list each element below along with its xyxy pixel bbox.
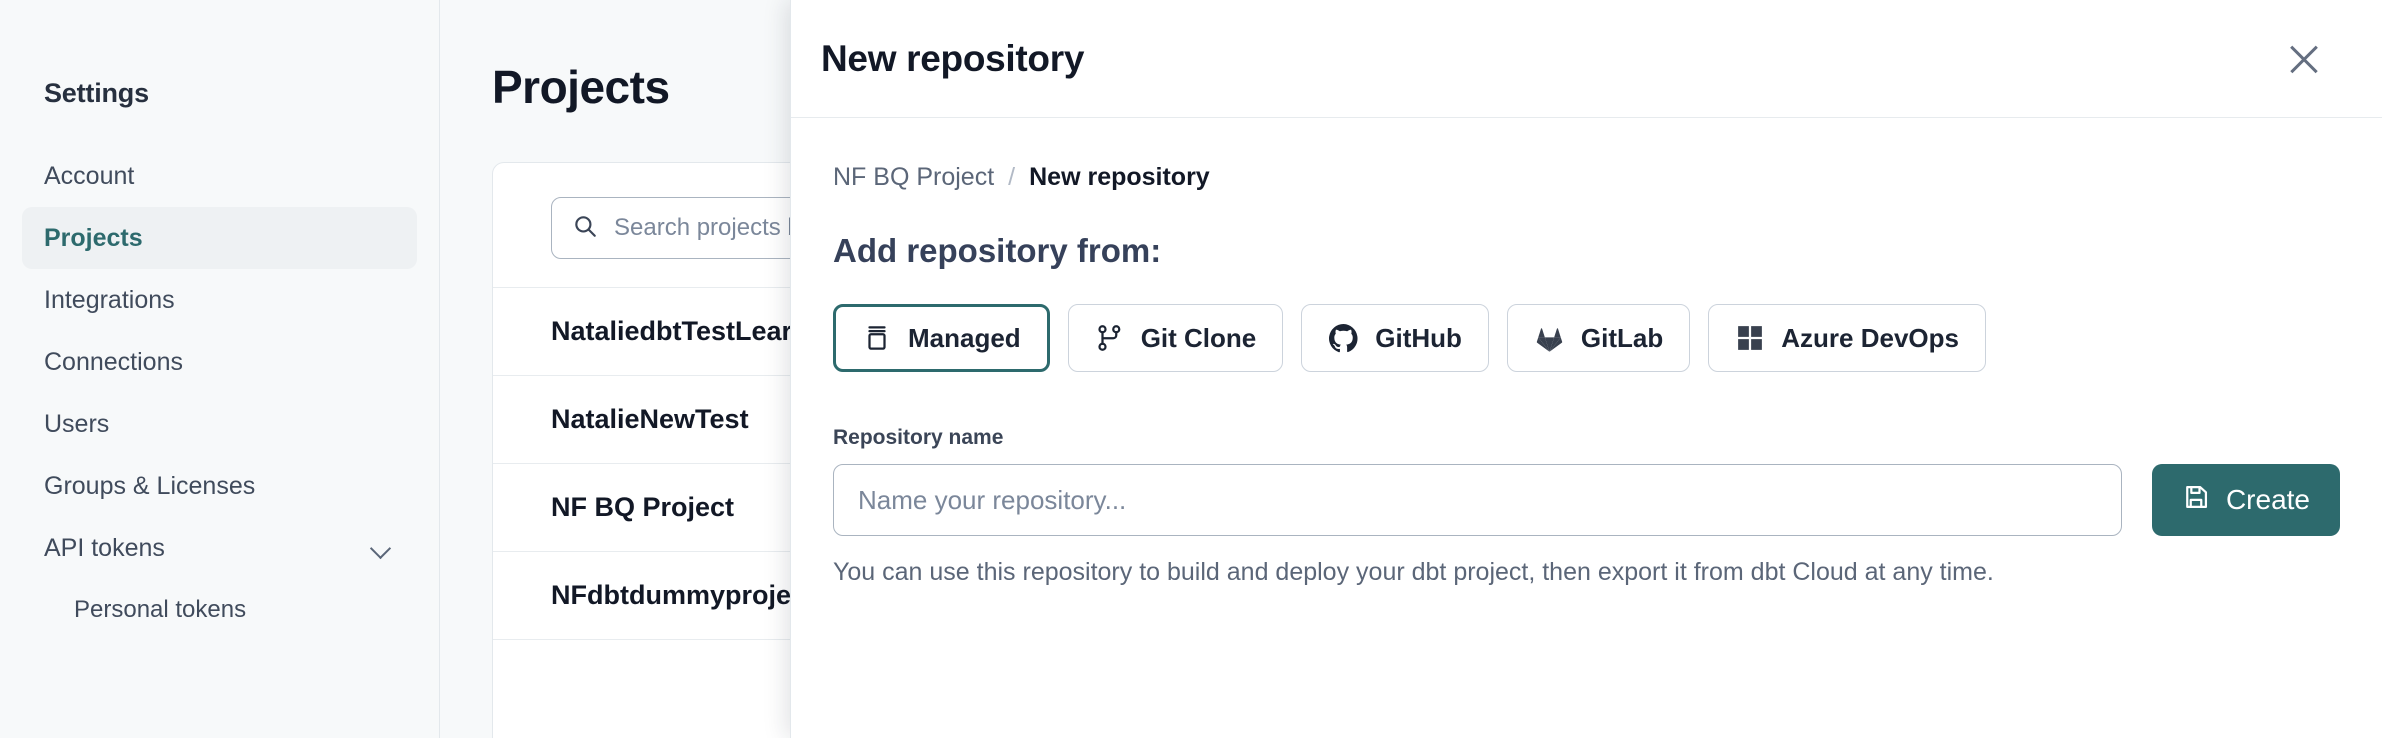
project-name: NatalieNewTest: [551, 404, 749, 434]
sidebar-item-label: Connections: [44, 347, 183, 376]
sidebar-item-label: Groups & Licenses: [44, 471, 256, 500]
sidebar-item-label: Personal tokens: [74, 596, 247, 623]
tab-azure-devops[interactable]: Azure DevOps: [1708, 304, 1986, 372]
sidebar-item-label: Account: [44, 161, 135, 190]
chevron-down-icon[interactable]: [369, 535, 395, 561]
new-repository-panel: New repository NF BQ Project / New repos…: [790, 0, 2382, 738]
panel-title: New repository: [821, 37, 1085, 79]
page-title: Projects: [492, 61, 670, 113]
sidebar-item-projects[interactable]: Projects: [22, 207, 417, 269]
tab-label: Git Clone: [1140, 322, 1257, 353]
close-icon[interactable]: [2278, 33, 2330, 85]
project-name: NataliedbtTestLearn T: [551, 316, 833, 346]
sidebar-item-users[interactable]: Users: [22, 393, 417, 455]
settings-sidebar: Settings Account Projects Integrations C…: [0, 0, 440, 738]
breadcrumb-separator: /: [1008, 163, 1016, 191]
sidebar-item-api-tokens[interactable]: API tokens: [22, 517, 417, 579]
github-icon: [1328, 323, 1359, 354]
create-button-label: Create: [2225, 484, 2310, 515]
gitlab-icon: [1534, 323, 1565, 354]
sidebar-item-groups-licenses[interactable]: Groups & Licenses: [22, 455, 417, 517]
breadcrumb-current: New repository: [1029, 163, 1210, 191]
microsoft-grid-icon: [1735, 323, 1765, 353]
repository-name-input[interactable]: [833, 464, 2122, 536]
tab-gitlab[interactable]: GitLab: [1506, 304, 1691, 372]
sidebar-item-integrations[interactable]: Integrations: [22, 269, 417, 331]
section-heading: Add repository from:: [833, 232, 1162, 269]
project-name: NFdbtdummyproject: [551, 580, 816, 610]
project-name: NF BQ Project: [551, 492, 735, 522]
search-icon: [572, 213, 598, 244]
tab-github[interactable]: GitHub: [1301, 304, 1489, 372]
repository-help-text: You can use this repository to build and…: [833, 558, 1994, 586]
tab-label: Managed: [908, 322, 1021, 353]
panel-body: NF BQ Project / New repository Add repos…: [791, 118, 2382, 587]
sidebar-nav: Account Projects Integrations Connection…: [22, 145, 417, 641]
sidebar-title: Settings: [44, 78, 149, 108]
tab-label: GitLab: [1580, 322, 1664, 353]
sidebar-item-personal-tokens[interactable]: Personal tokens: [22, 579, 417, 641]
tab-label: GitHub: [1375, 322, 1462, 353]
git-branch-icon: [1095, 323, 1125, 353]
panel-header: New repository: [791, 0, 2382, 118]
breadcrumb: NF BQ Project / New repository: [833, 163, 2340, 192]
repository-source-tabs: Managed Git Clone: [833, 304, 2340, 372]
repository-name-label: Repository name: [833, 426, 1004, 449]
breadcrumb-parent[interactable]: NF BQ Project: [833, 163, 995, 191]
sidebar-item-label: API tokens: [44, 533, 165, 562]
sidebar-item-label: Projects: [44, 223, 143, 252]
tab-managed[interactable]: Managed: [833, 304, 1050, 372]
sidebar-item-label: Integrations: [44, 285, 175, 314]
sidebar-item-account[interactable]: Account: [22, 145, 417, 207]
database-stack-icon: [862, 323, 892, 353]
tab-git-clone[interactable]: Git Clone: [1067, 304, 1284, 372]
repository-name-row: Create: [833, 464, 2340, 536]
sidebar-item-label: Users: [44, 409, 110, 438]
create-button[interactable]: Create: [2151, 464, 2340, 536]
sidebar-item-connections[interactable]: Connections: [22, 331, 417, 393]
save-icon: [2182, 483, 2210, 518]
tab-label: Azure DevOps: [1781, 322, 1959, 353]
